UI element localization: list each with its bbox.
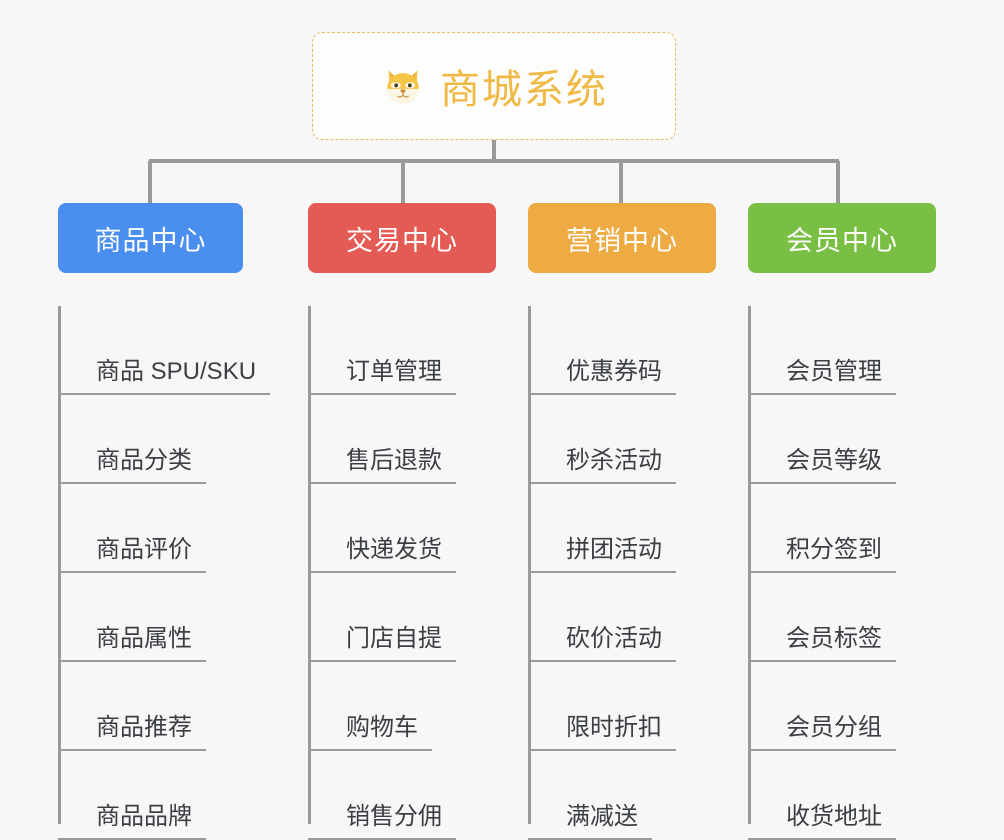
category-column-product: 商品中心 商品 SPU/SKU 商品分类 商品评价 商品属性 商品推荐 商品品牌 <box>58 203 308 840</box>
list-item[interactable]: 会员分组 <box>748 662 968 751</box>
category-label: 商品中心 <box>94 225 207 256</box>
leaf-label: 砍价活动 <box>528 625 676 662</box>
category-column-trade: 交易中心 订单管理 售后退款 快递发货 门店自提 购物车 销售分佣 <box>308 203 528 840</box>
list-item[interactable]: 会员管理 <box>748 306 968 395</box>
list-item[interactable]: 订单管理 <box>308 306 528 395</box>
list-item[interactable]: 门店自提 <box>308 573 528 662</box>
category-column-member: 会员中心 会员管理 会员等级 积分签到 会员标签 会员分组 收货地址 <box>748 203 968 840</box>
leaf-label: 快递发货 <box>308 536 456 573</box>
list-item[interactable]: 限时折扣 <box>528 662 748 751</box>
root-title: 商城系统 <box>440 68 608 112</box>
list-item[interactable]: 快递发货 <box>308 484 528 573</box>
leaf-label: 商品品牌 <box>58 803 206 840</box>
category-header-member[interactable]: 会员中心 <box>748 203 936 273</box>
leaf-list-marketing: 优惠券码 秒杀活动 拼团活动 砍价活动 限时折扣 满减送 <box>528 306 748 840</box>
leaf-label: 门店自提 <box>308 625 456 662</box>
leaf-label: 会员管理 <box>748 358 896 395</box>
leaf-label: 商品分类 <box>58 447 206 484</box>
list-item[interactable]: 砍价活动 <box>528 573 748 662</box>
list-item[interactable]: 会员标签 <box>748 573 968 662</box>
category-header-marketing[interactable]: 营销中心 <box>528 203 716 273</box>
leaf-list-product: 商品 SPU/SKU 商品分类 商品评价 商品属性 商品推荐 商品品牌 <box>58 306 308 840</box>
list-item[interactable]: 拼团活动 <box>528 484 748 573</box>
list-item[interactable]: 会员等级 <box>748 395 968 484</box>
list-item[interactable]: 收货地址 <box>748 751 968 840</box>
list-item[interactable]: 商品评价 <box>58 484 308 573</box>
list-item[interactable]: 商品品牌 <box>58 751 308 840</box>
list-item[interactable]: 销售分佣 <box>308 751 528 840</box>
leaf-label: 优惠券码 <box>528 358 676 395</box>
leaf-label: 积分签到 <box>748 536 896 573</box>
leaf-label: 销售分佣 <box>308 803 456 840</box>
category-header-product[interactable]: 商品中心 <box>58 203 243 273</box>
list-item[interactable]: 商品 SPU/SKU <box>58 306 308 395</box>
leaf-label: 商品属性 <box>58 625 206 662</box>
leaf-list-trade: 订单管理 售后退款 快递发货 门店自提 购物车 销售分佣 <box>308 306 528 840</box>
shiba-dog-face-icon <box>380 63 426 109</box>
list-item[interactable]: 商品属性 <box>58 573 308 662</box>
list-item[interactable]: 商品推荐 <box>58 662 308 751</box>
category-column-marketing: 营销中心 优惠券码 秒杀活动 拼团活动 砍价活动 限时折扣 满减送 <box>528 203 748 840</box>
leaf-label: 售后退款 <box>308 447 456 484</box>
leaf-label: 购物车 <box>308 714 432 751</box>
list-item[interactable]: 秒杀活动 <box>528 395 748 484</box>
leaf-label: 会员分组 <box>748 714 896 751</box>
leaf-label: 会员等级 <box>748 447 896 484</box>
category-label: 会员中心 <box>786 225 898 256</box>
leaf-label: 拼团活动 <box>528 536 676 573</box>
category-label: 营销中心 <box>566 225 678 256</box>
list-item[interactable]: 优惠券码 <box>528 306 748 395</box>
category-header-trade[interactable]: 交易中心 <box>308 203 496 273</box>
leaf-label: 订单管理 <box>308 358 456 395</box>
list-item[interactable]: 购物车 <box>308 662 528 751</box>
leaf-label: 商品评价 <box>58 536 206 573</box>
list-item[interactable]: 满减送 <box>528 751 748 840</box>
leaf-list-member: 会员管理 会员等级 积分签到 会员标签 会员分组 收货地址 <box>748 306 968 840</box>
leaf-label: 商品推荐 <box>58 714 206 751</box>
leaf-label: 商品 SPU/SKU <box>58 358 271 395</box>
list-item[interactable]: 积分签到 <box>748 484 968 573</box>
root-node-shop-system[interactable]: 商城系统 <box>312 32 676 140</box>
list-item[interactable]: 售后退款 <box>308 395 528 484</box>
leaf-label: 会员标签 <box>748 625 896 662</box>
leaf-label: 限时折扣 <box>528 714 676 751</box>
leaf-label: 秒杀活动 <box>528 447 676 484</box>
leaf-label: 满减送 <box>528 803 652 840</box>
leaf-label: 收货地址 <box>748 803 896 840</box>
list-item[interactable]: 商品分类 <box>58 395 308 484</box>
category-label: 交易中心 <box>346 225 458 256</box>
